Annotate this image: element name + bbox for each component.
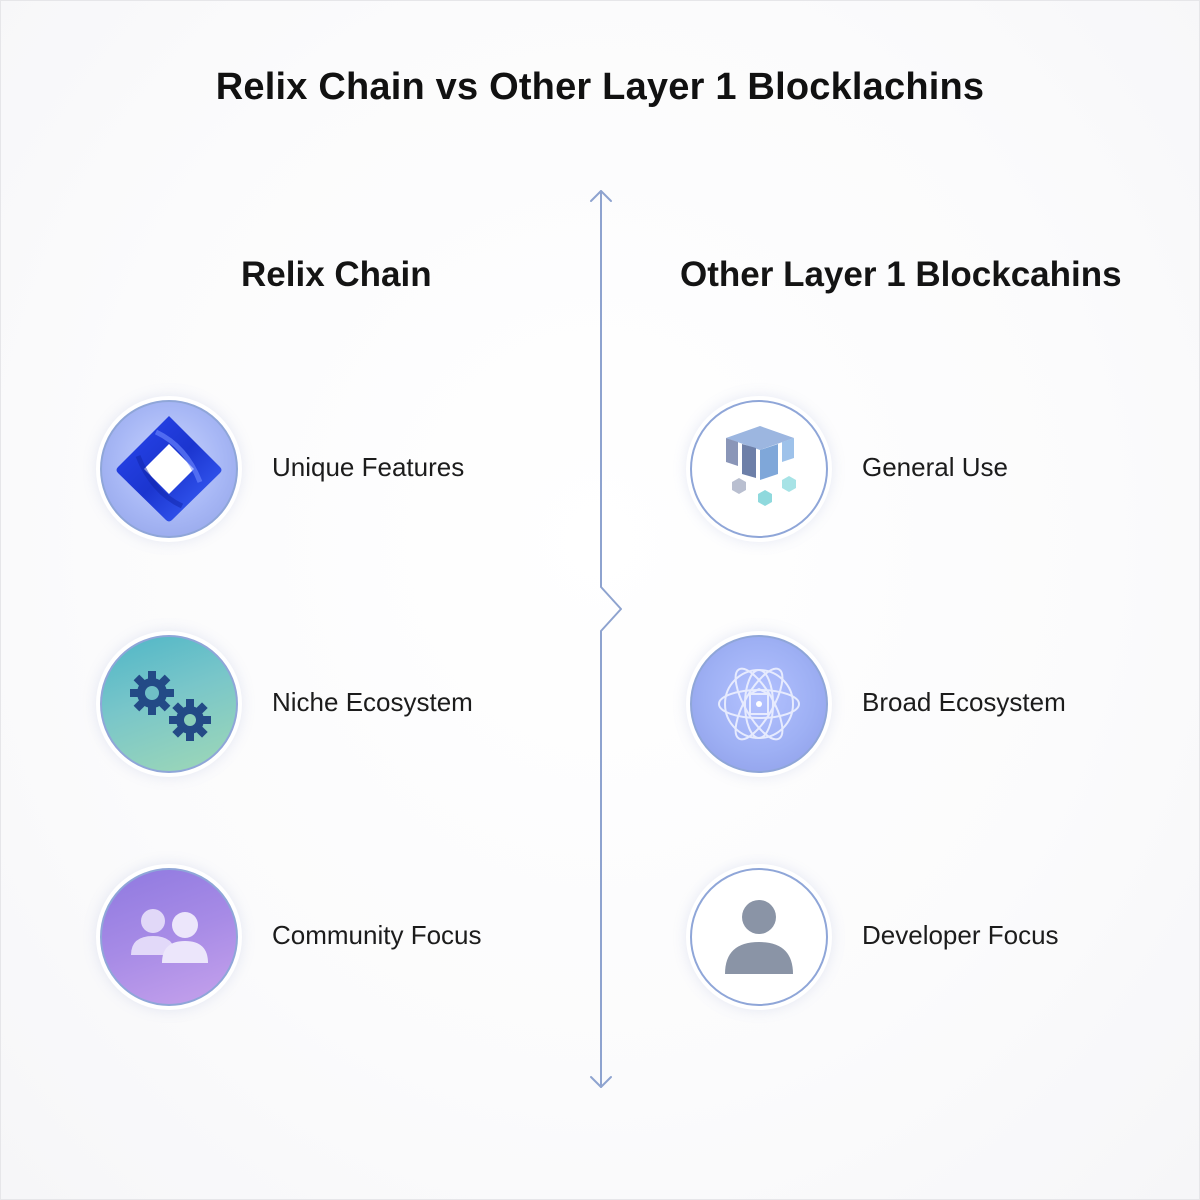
item-label: Broad Ecosystem bbox=[862, 687, 1066, 717]
orbit-network-icon bbox=[686, 631, 832, 777]
item-label: Community Focus bbox=[272, 920, 482, 950]
relix-diamond-logo-icon bbox=[96, 396, 242, 542]
item-label: Niche Ecosystem bbox=[272, 687, 473, 717]
gears-icon bbox=[96, 631, 242, 777]
item-label: Unique Features bbox=[272, 452, 465, 482]
relix-column-heading: Relix Chain bbox=[241, 255, 432, 294]
community-users-icon bbox=[96, 864, 242, 1010]
down-arrow-icon bbox=[590, 1076, 612, 1088]
item-label: General Use bbox=[862, 452, 1008, 482]
other-l1-column-heading: Other Layer 1 Blockcahins bbox=[680, 255, 1122, 294]
blocks-cube-icon bbox=[686, 396, 832, 542]
up-arrow-icon bbox=[590, 190, 612, 202]
page-title: Relix Chain vs Other Layer 1 Blocklachin… bbox=[215, 66, 985, 108]
vertical-divider bbox=[590, 190, 622, 1088]
developer-user-icon bbox=[686, 864, 832, 1010]
item-label: Developer Focus bbox=[862, 920, 1059, 950]
